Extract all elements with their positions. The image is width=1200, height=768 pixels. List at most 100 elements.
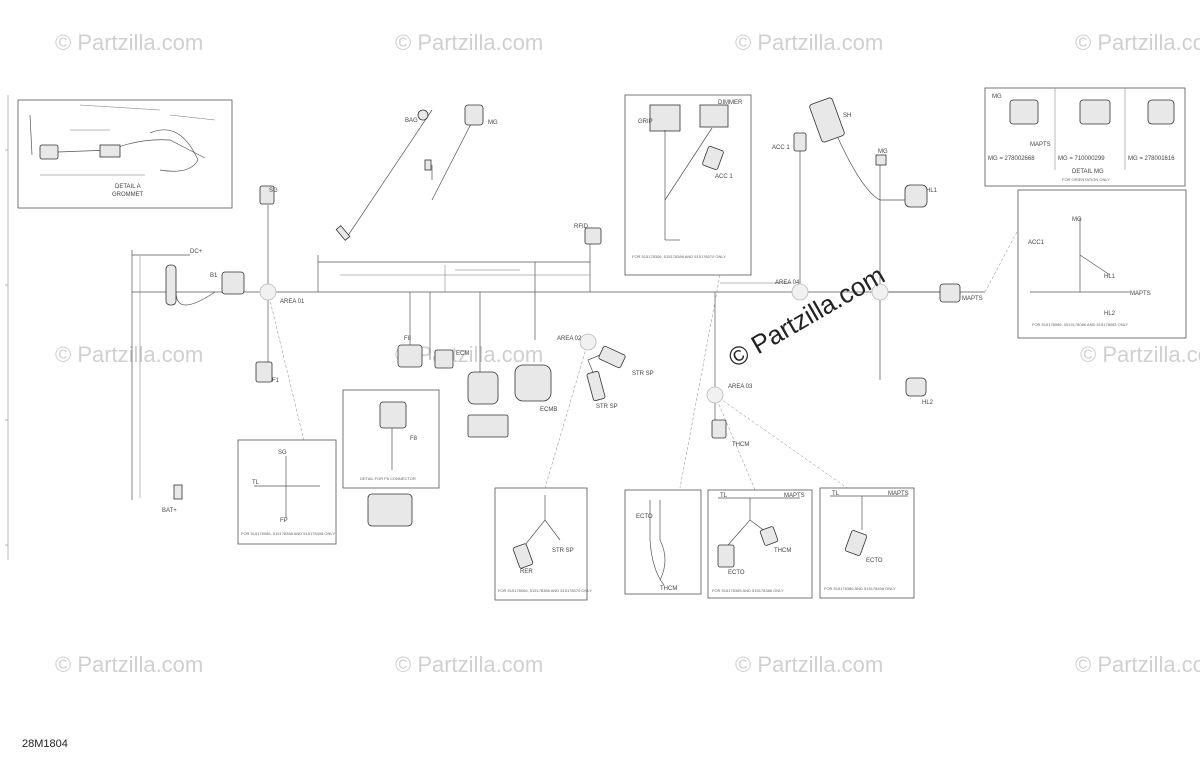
f1-connector [255, 361, 273, 383]
hl2-connector [905, 377, 927, 397]
dimmer-label: DIMMER [718, 100, 743, 106]
f8-label-b: F8 [410, 436, 418, 442]
detail-mg-note: FOR ORIENTATION ONLY [1062, 177, 1110, 182]
acc1-connector-b [702, 146, 724, 170]
str-sp-label-3: STR SP [552, 548, 574, 554]
hl1-connector [904, 184, 928, 208]
bag-label: BAG [405, 118, 418, 124]
detail-a-box: DETAIL A GROMMET [17, 99, 233, 209]
watermark-layer: © Partzilla.com © Partzilla.com © Partzi… [55, 30, 1200, 677]
ecto-note: FOR 515178386 AND 515178408 ONLY [824, 586, 896, 591]
mg-connector-2 [875, 154, 887, 166]
hl2-label-b: HL2 [1104, 311, 1116, 317]
area-03-label: AREA 03 [728, 384, 753, 390]
f8-detail-box: F8 DETAIL FOR F8 CONNECTOR [342, 389, 440, 527]
sg-note: FOR 515178086, 515178388 AND 515178408 O… [241, 531, 335, 536]
f8-plug-view [367, 493, 413, 527]
str-sp-label-2: STR SP [596, 404, 618, 410]
sg-label: SG [269, 188, 278, 194]
sh-label: SH [843, 113, 851, 119]
watermark: © Partzilla.com [1075, 30, 1200, 55]
area-01-label: AREA 01 [280, 299, 305, 305]
area-03-marker [706, 386, 724, 404]
watermark: © Partzilla.com [395, 30, 543, 55]
area-02-label: AREA 02 [557, 336, 582, 342]
inline-connector [424, 159, 432, 171]
grip-note: FOR 515178306, 515178386 AND 515178070 O… [632, 254, 726, 259]
mapts-label-3: MAPTS [1130, 291, 1151, 297]
dc-label: DC+ [190, 249, 203, 255]
dc-connector [165, 264, 177, 306]
detail-a-title: DETAIL A [115, 184, 141, 190]
ecm-connector [434, 349, 454, 369]
rer-option-box: RER STR SP FOR 515178066, 515178386 AND … [494, 487, 592, 601]
thcm-label-2: THCM [774, 548, 791, 554]
mg-label-2: MG [878, 149, 888, 155]
grip-connector [649, 104, 681, 132]
fp-label: FP [280, 518, 288, 524]
acc1-label: ACC 1 [772, 145, 790, 151]
mg-label: MG [488, 120, 498, 126]
rer-label: RER [520, 569, 533, 575]
acc1-connector [793, 132, 807, 152]
thcm-label: THCM [732, 442, 749, 448]
mg-label-3: MG [992, 94, 1002, 100]
rer-connector [512, 543, 534, 569]
ecmb-module [514, 364, 552, 402]
ecto-option-box: TL MAPTS ECTO FOR 515178386 AND 51517840… [819, 487, 915, 599]
dimmer-connector [699, 104, 729, 128]
border-ticks [5, 95, 9, 560]
acc1-label-b: ACC 1 [715, 174, 733, 180]
detail-a-subtitle: GROMMET [112, 192, 144, 198]
f1-label: F1 [272, 378, 280, 384]
ecm-module [467, 371, 499, 405]
thcm-label-3: THCM [660, 586, 677, 592]
f8-label: F8 [404, 336, 412, 342]
mg-part-3 [1147, 99, 1175, 125]
thcm-connector [711, 419, 727, 439]
hl-note: FOR 515178086, 0515178086 AND 515178083 … [1032, 322, 1129, 327]
str-sp-label: STR SP [632, 371, 654, 377]
mg-part-1 [1009, 99, 1039, 125]
grip-label: GRIP [638, 119, 653, 125]
b1-label: B1 [210, 273, 218, 279]
area-01-marker [259, 283, 277, 301]
watermark: © Partzilla.com [55, 30, 203, 55]
str-sp-connector-2 [586, 370, 606, 402]
hl1-label-b: HL1 [1104, 274, 1116, 280]
grip-dimmer-box: GRIP DIMMER ACC 1 FOR 515178306, 5151783… [624, 94, 752, 276]
detail-mg-box: MG MAPTS MG = 278002668 MG = 710000299 M… [984, 87, 1186, 187]
thcm-connector-2 [759, 526, 779, 546]
bat-connector [173, 484, 183, 500]
acc1-label-c: ACC1 [1028, 240, 1045, 246]
ecto-connector-2 [844, 530, 868, 556]
rfid-connector [584, 227, 602, 245]
mapts-label-2: MAPTS [1030, 142, 1051, 148]
area-02-marker [579, 333, 597, 351]
str-sp-connector [598, 345, 626, 369]
hl1-label: HL1 [926, 188, 938, 194]
sg-connector [259, 185, 275, 205]
sg-option-box: SG TL FP FOR 515178086, 515178388 AND 51… [237, 439, 337, 545]
f8-connector [397, 344, 423, 368]
tl-label-2: TL [832, 491, 840, 497]
area-04-marker [791, 283, 809, 301]
mg-part-number-2: MG = 710000299 [1058, 156, 1105, 162]
ecto-label: ECTO [636, 514, 653, 520]
mapts-label-5: MAPTS [888, 491, 909, 497]
mapts-label: MAPTS [962, 296, 983, 302]
watermark: © Partzilla.com [735, 652, 883, 677]
mg-part-2 [1079, 99, 1111, 125]
ecto-label-2: ECTO [728, 570, 745, 576]
connector-group: BAT+ DC+ B1 SG F1 BAG MG F8 ECM ECMB RFI… [162, 97, 983, 514]
watermark: © Partzilla.com [1075, 652, 1200, 677]
bag-connector [417, 109, 429, 121]
inline-fuse [335, 225, 351, 241]
sg-label-2: SG [278, 450, 287, 456]
ecm-label: ECM [456, 351, 469, 357]
bat-label: BAT+ [162, 508, 177, 514]
detail-mg-title: DETAIL MG [1072, 169, 1104, 175]
area-04-label: AREA 04 [775, 280, 800, 286]
